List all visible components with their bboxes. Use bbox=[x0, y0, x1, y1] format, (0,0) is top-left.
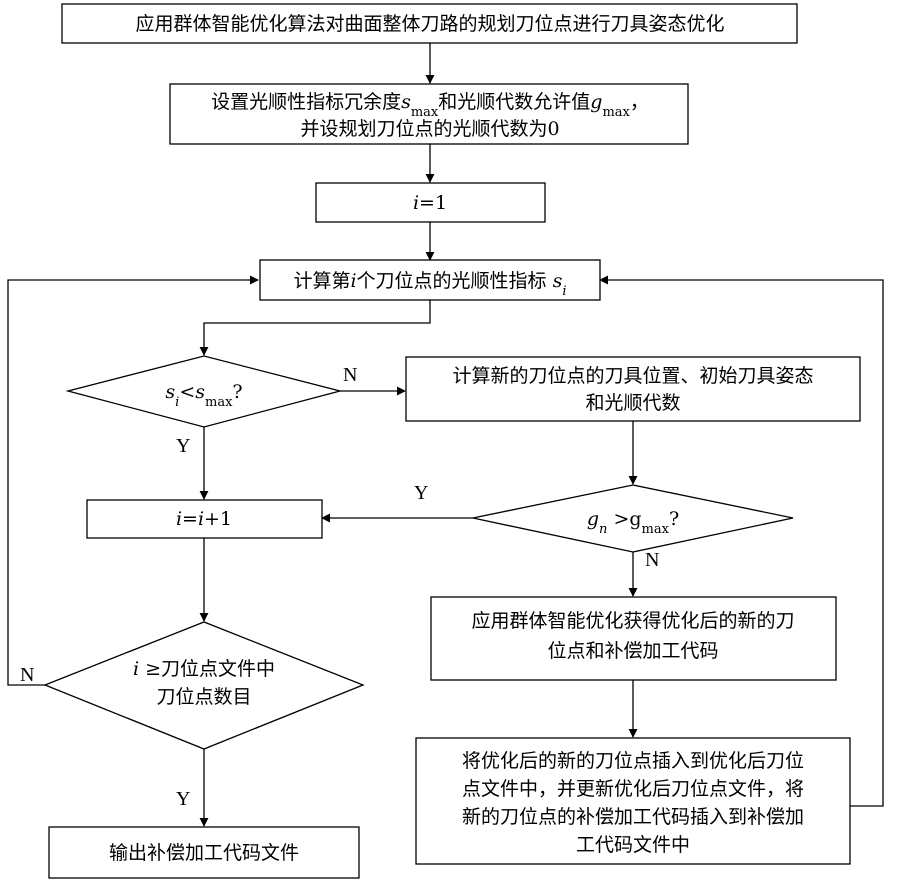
label-g-no: N bbox=[645, 549, 659, 571]
decision-s: si<smax? bbox=[68, 356, 340, 427]
decision-i: i ≥刀位点文件中 刀位点数目 bbox=[45, 622, 363, 749]
node-set-i-text: i=1 bbox=[413, 192, 447, 214]
label-s-yes: Y bbox=[176, 435, 190, 457]
label-s-no: N bbox=[343, 364, 357, 386]
node-increment: i=i+1 bbox=[87, 500, 322, 538]
decision-i-line1: i ≥刀位点文件中 bbox=[133, 658, 275, 680]
node-compute: 计算第i个刀位点的光顺性指标 si bbox=[260, 260, 600, 300]
node-insert-line3: 新的刀位点的补偿加工代码插入到补偿加 bbox=[462, 806, 804, 828]
node-optimize-line1: 应用群体智能优化获得优化后的新的刀 bbox=[471, 610, 794, 632]
node-insert-line1: 将优化后的新的刀位点插入到优化后刀位 bbox=[462, 750, 804, 772]
arrow-decision-i-no-loop bbox=[8, 280, 258, 685]
label-i-yes: Y bbox=[176, 788, 190, 810]
node-new-point: 计算新的刀位点的刀具位置、初始刀具姿态 和光顺代数 bbox=[406, 357, 860, 421]
node-insert-line2: 点文件中，并更新优化后刀位点文件，将 bbox=[462, 778, 804, 800]
node-start: 应用群体智能优化算法对曲面整体刀路的规划刀位点进行刀具姿态优化 bbox=[62, 4, 797, 43]
node-optimize: 应用群体智能优化获得优化后的新的刀 位点和补偿加工代码 bbox=[431, 597, 836, 680]
node-output: 输出补偿加工代码文件 bbox=[49, 827, 359, 878]
node-new-point-line2: 和光顺代数 bbox=[585, 392, 680, 414]
node-insert: 将优化后的新的刀位点插入到优化后刀位 点文件中，并更新优化后刀位点文件，将 新的… bbox=[416, 738, 850, 864]
node-set-i: i=1 bbox=[316, 183, 545, 222]
node-output-text: 输出补偿加工代码文件 bbox=[109, 842, 299, 864]
node-init: 设置光顺性指标冗余度smax和光顺代数允许值gmax， 并设规划刀位点的光顺代数… bbox=[170, 84, 688, 144]
node-start-text: 应用群体智能优化算法对曲面整体刀路的规划刀位点进行刀具姿态优化 bbox=[135, 13, 724, 35]
decision-i-line2: 刀位点数目 bbox=[156, 686, 251, 708]
node-init-line2: 并设规划刀位点的光顺代数为0 bbox=[300, 118, 559, 140]
node-increment-text: i=i+1 bbox=[176, 508, 232, 530]
decision-g: gn >gmax? bbox=[473, 485, 793, 552]
label-g-yes: Y bbox=[414, 482, 428, 504]
label-i-no: N bbox=[20, 664, 34, 686]
arrow-compute-to-decision-s bbox=[204, 300, 430, 355]
node-new-point-line1: 计算新的刀位点的刀具位置、初始刀具姿态 bbox=[452, 365, 813, 387]
node-insert-line4: 工代码文件中 bbox=[576, 834, 690, 856]
node-optimize-line2: 位点和补偿加工代码 bbox=[547, 640, 718, 662]
